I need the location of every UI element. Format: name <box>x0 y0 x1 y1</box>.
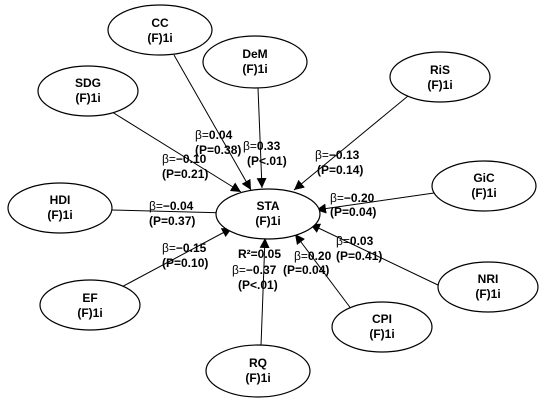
node-ris: RiS (F)1i <box>389 51 491 103</box>
beta-label-cpi: β=0.20 <box>294 249 332 263</box>
p-label-nri: (P=0.41) <box>336 249 382 263</box>
node-ef-sub: (F)1i <box>77 306 102 320</box>
p-label-dem: (P<.01) <box>247 154 287 168</box>
beta-prefix-hdi: β= <box>149 199 163 213</box>
path-line-cpi <box>294 233 353 311</box>
beta-prefix-ef: β= <box>162 241 176 255</box>
beta-value-cc: 0.04 <box>209 128 233 142</box>
beta-prefix-cc: β= <box>195 128 209 142</box>
node-nri-sub: (F)1i <box>475 287 500 301</box>
path-line-ef <box>115 227 233 291</box>
node-hdi-sub: (F)1i <box>47 208 72 222</box>
p-label-cc: (P=0.38) <box>195 143 241 157</box>
beta-prefix-ris: β= <box>315 148 329 162</box>
p-label-sdg: (P=0.21) <box>162 167 208 181</box>
beta-label-gic: β=−0.20 <box>330 191 375 205</box>
node-cpi: CPI (F)1i <box>331 301 433 353</box>
node-sdg-name: SDG <box>75 76 101 90</box>
beta-label-hdi: β=−0.04 <box>149 199 194 213</box>
node-ef: EF (F)1i <box>39 279 141 331</box>
node-nri: NRI (F)1i <box>437 261 539 313</box>
node-rq-name: RQ <box>249 356 267 370</box>
beta-value-gic: −0.20 <box>344 191 375 205</box>
node-cc-sub: (F)1i <box>147 31 172 45</box>
node-cpi-sub: (F)1i <box>369 327 394 341</box>
beta-label-rq: β=−0.37 <box>232 263 277 277</box>
node-cc-name: CC <box>151 16 169 30</box>
node-cpi-shape <box>331 301 433 353</box>
beta-prefix-sdg: β= <box>162 152 176 166</box>
p-label-cpi: (P=0.04) <box>283 263 329 277</box>
node-gic-name: GiC <box>473 171 495 185</box>
beta-prefix-nri: β= <box>336 234 350 248</box>
beta-value-ris: −0.13 <box>329 148 360 162</box>
node-ef-shape <box>39 279 141 331</box>
p-label-gic: (P=0.04) <box>330 205 376 219</box>
path-line-hdi <box>111 207 229 218</box>
path-line-nri <box>309 223 441 287</box>
node-sta-sub: (F)1i <box>255 214 280 228</box>
node-dem-sub: (F)1i <box>242 62 267 76</box>
beta-label-cc: β=0.04 <box>195 128 233 142</box>
beta-prefix-gic: β= <box>330 191 344 205</box>
node-ris-sub: (F)1i <box>427 78 452 92</box>
node-nri-shape <box>437 261 539 313</box>
beta-label-sdg: β=−0.10 <box>162 152 207 166</box>
path-line-gic <box>315 192 435 214</box>
p-label-ef: (P=0.10) <box>162 256 208 270</box>
node-ris-name: RiS <box>430 63 450 77</box>
beta-label-ef: β=−0.15 <box>162 241 207 255</box>
node-dem: DeM (F)1i <box>202 35 308 89</box>
node-rq: RQ (F)1i <box>205 344 311 398</box>
r-squared-label: R²=0.05 <box>238 247 281 261</box>
node-gic-shape <box>431 160 537 212</box>
beta-label-dem: β=0.33 <box>243 139 281 153</box>
beta-value-hdi: −0.04 <box>163 199 194 213</box>
node-gic: GiC (F)1i <box>431 160 537 212</box>
node-rq-sub: (F)1i <box>245 371 270 385</box>
node-hdi: HDI (F)1i <box>7 182 113 234</box>
node-sta-name: STA <box>256 199 279 213</box>
beta-label-ris: β=−0.13 <box>315 148 360 162</box>
node-sdg-shape <box>37 65 139 117</box>
node-sta-shape <box>215 188 321 240</box>
beta-label-nri: β=0.03 <box>336 234 374 248</box>
path-line-sdg <box>103 106 242 193</box>
beta-value-cpi: 0.20 <box>308 249 332 263</box>
path-lines <box>103 54 441 347</box>
node-sta: STA (F)1i <box>215 188 321 240</box>
node-hdi-name: HDI <box>50 193 71 207</box>
node-dem-name: DeM <box>242 47 267 61</box>
beta-value-dem: 0.33 <box>257 139 281 153</box>
node-cc: CC (F)1i <box>107 4 213 56</box>
beta-prefix-rq: β= <box>232 263 246 277</box>
beta-value-sdg: −0.10 <box>176 152 207 166</box>
beta-value-ef: −0.15 <box>176 241 207 255</box>
node-sdg-sub: (F)1i <box>75 91 100 105</box>
node-cpi-name: CPI <box>372 312 392 326</box>
node-ef-name: EF <box>82 291 97 305</box>
node-rq-shape <box>205 344 311 398</box>
beta-value-rq: −0.37 <box>246 263 277 277</box>
beta-prefix-dem: β= <box>243 139 257 153</box>
node-ris-shape <box>389 51 491 103</box>
node-nri-name: NRI <box>478 272 499 286</box>
p-label-ris: (P=0.14) <box>317 163 363 177</box>
path-line-cc <box>173 54 252 191</box>
node-dem-shape <box>202 35 308 89</box>
node-sdg: SDG (F)1i <box>37 65 139 117</box>
node-gic-sub: (F)1i <box>471 186 496 200</box>
p-label-hdi: (P=0.37) <box>149 214 195 228</box>
beta-value-nri: 0.03 <box>350 234 374 248</box>
node-cc-shape <box>107 4 213 56</box>
p-label-rq: (P<.01) <box>238 278 278 292</box>
node-hdi-shape <box>7 182 113 234</box>
path-line-ris <box>293 95 409 191</box>
path-line-dem <box>256 87 267 189</box>
beta-prefix-cpi: β= <box>294 249 308 263</box>
path-labels: β=0.04 (P=0.38) β=0.33 (P<.01) β=−0.10 (… <box>149 128 382 292</box>
path-line-rq <box>259 237 270 347</box>
